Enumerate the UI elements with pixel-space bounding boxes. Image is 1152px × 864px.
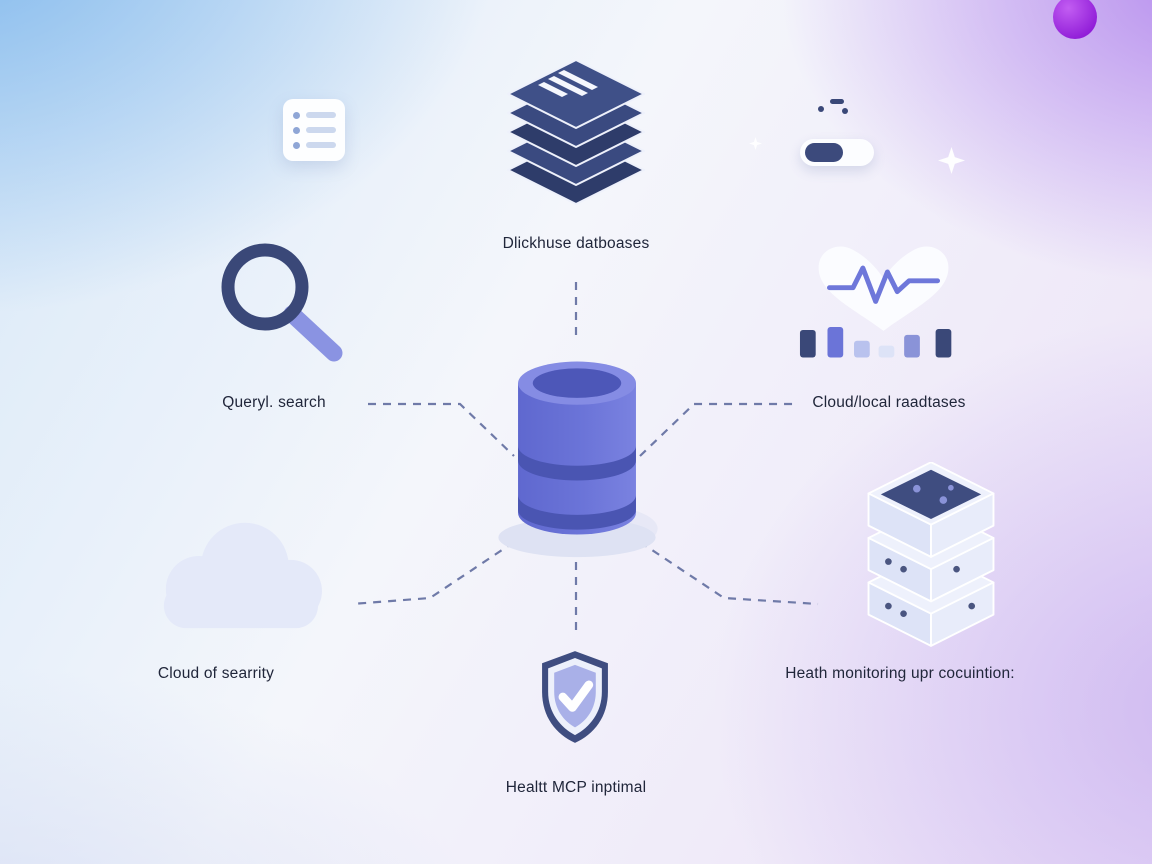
label-shield: Healtt MCP inptimal [505,779,647,796]
list-bullet [293,126,300,134]
label-cloud: Cloud of searrity [157,665,275,682]
battery-fill [805,143,843,162]
small-mark [842,108,848,114]
magnifier-icon [221,243,343,362]
list-bullet [293,141,300,149]
sparkle-icon [938,147,965,174]
heart-pulse-chart-icon [799,246,952,358]
list-line [306,127,336,133]
document-stack-icon [507,60,645,205]
label-servers: Heath monitoring upr cocuintion: [785,665,1015,682]
small-mark [830,99,844,104]
connector-left [368,402,515,457]
database-cylinder-icon [498,361,658,558]
bar-chart [799,326,952,358]
accent-dot [1053,0,1097,39]
cloud-icon [163,522,322,629]
connector-bottom-left [351,541,515,606]
connector-right [639,402,796,457]
list-line [306,112,336,118]
label-databases: Cloud/local raadtases [812,394,966,411]
list-line [306,142,336,148]
battery-pill-icon [800,139,874,166]
connector-bottom-right [639,541,819,606]
shield-check-icon [542,651,608,743]
server-stack-icon [867,462,995,647]
label-documents: Dlickhuse datboases [502,235,650,252]
label-search: Queryl. search [222,394,326,411]
list-bullet [293,111,300,119]
small-mark [818,106,824,112]
sparkle-icon-small [749,137,762,150]
list-card-icon [283,99,345,161]
